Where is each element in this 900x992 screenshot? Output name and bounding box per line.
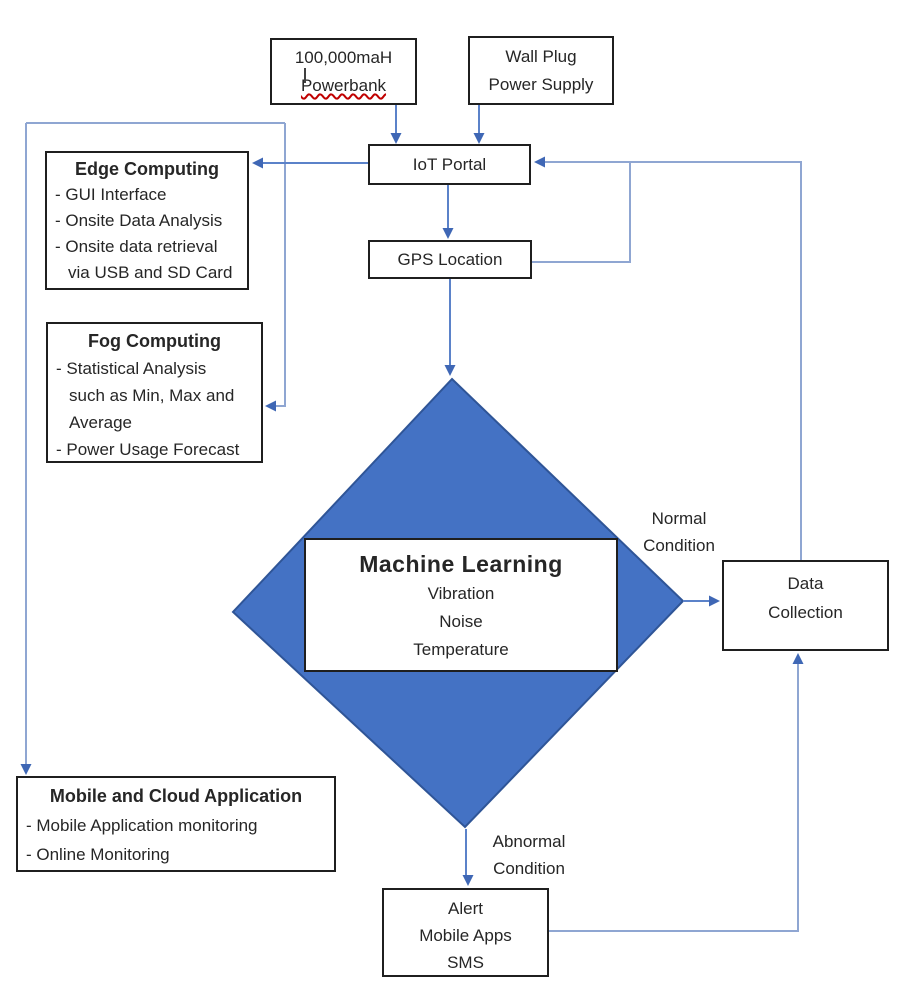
fog-item: - Power Usage Forecast <box>56 440 240 459</box>
connector-alert-to-datacollection <box>549 664 799 932</box>
fog-item-continuation: such as Min, Max and <box>69 386 235 405</box>
label-normal-condition: Normal Condition <box>628 505 730 559</box>
connector-datacollection-to-iot <box>545 161 802 560</box>
data-collection-line2: Collection <box>768 603 843 622</box>
mobile-cloud-item: - Online Monitoring <box>26 845 170 864</box>
node-machine-learning: Machine Learning Vibration Noise Tempera… <box>304 538 618 672</box>
text-cursor <box>304 68 306 83</box>
label-abnormal-condition: Abnormal Condition <box>477 828 581 882</box>
wallplug-line1: Wall Plug <box>505 47 577 66</box>
mobile-cloud-title: Mobile and Cloud Application <box>49 786 303 806</box>
ml-item: Noise <box>439 612 483 631</box>
arrowhead-iot-top-left <box>390 133 402 144</box>
ml-item: Vibration <box>427 584 495 603</box>
wallplug-line2: Power Supply <box>488 75 594 94</box>
edge-item: - GUI Interface <box>55 185 167 204</box>
gps-location-label: GPS Location <box>397 250 503 269</box>
machine-learning-title: Machine Learning <box>359 551 563 577</box>
node-alert: Alert Mobile Apps SMS <box>382 888 549 977</box>
ml-item: Temperature <box>413 640 509 659</box>
edge-item-continuation: via USB and SD Card <box>68 263 233 282</box>
edge-item: - Onsite Data Analysis <box>55 211 223 230</box>
alert-line3: SMS <box>447 953 484 972</box>
node-data-collection: Data Collection <box>722 560 889 651</box>
arrowhead-datacollection-left <box>709 595 720 607</box>
fog-item: - Statistical Analysis <box>56 359 207 378</box>
arrowhead-edge-right <box>252 157 263 169</box>
arrowhead-iot-top-right <box>473 133 485 144</box>
iot-portal-label: IoT Portal <box>412 155 487 174</box>
data-collection-line1: Data <box>787 574 824 593</box>
node-mobile-cloud-application: Mobile and Cloud Application - Mobile Ap… <box>16 776 336 872</box>
abnormal-line2: Condition <box>493 859 565 878</box>
connector-to-fog <box>276 123 286 407</box>
abnormal-line1: Abnormal <box>492 832 566 851</box>
arrowhead-fog-right <box>265 400 276 412</box>
arrowhead-datacollection-bottom <box>792 653 804 664</box>
alert-line2: Mobile Apps <box>419 926 512 945</box>
connector-gps-to-iot <box>532 163 631 263</box>
powerbank-line1: 100,000maH <box>294 48 393 67</box>
powerbank-line2: Powerbank <box>300 76 387 95</box>
node-gps-location: GPS Location <box>368 240 532 279</box>
edge-computing-title: Edge Computing <box>75 159 219 179</box>
normal-line2: Condition <box>643 536 715 555</box>
arrowhead-iot-right <box>534 156 545 168</box>
arrowhead-gps-top <box>442 228 454 239</box>
node-wall-plug: Wall Plug Power Supply <box>468 36 614 105</box>
node-edge-computing: Edge Computing - GUI Interface - Onsite … <box>45 151 249 290</box>
fog-item-continuation: Average <box>69 413 133 432</box>
normal-line1: Normal <box>651 509 707 528</box>
fog-computing-title: Fog Computing <box>88 331 221 351</box>
arrowhead-diamond-top <box>444 365 456 376</box>
arrowhead-mobile-top <box>20 764 32 775</box>
arrowhead-alert-top <box>462 875 474 886</box>
node-iot-portal: IoT Portal <box>368 144 531 185</box>
node-powerbank: 100,000maH Powerbank <box>270 38 417 105</box>
mobile-cloud-item: - Mobile Application monitoring <box>26 816 258 835</box>
node-fog-computing: Fog Computing - Statistical Analysis suc… <box>46 322 263 463</box>
edge-item: - Onsite data retrieval <box>55 237 218 256</box>
alert-line1: Alert <box>448 899 483 918</box>
